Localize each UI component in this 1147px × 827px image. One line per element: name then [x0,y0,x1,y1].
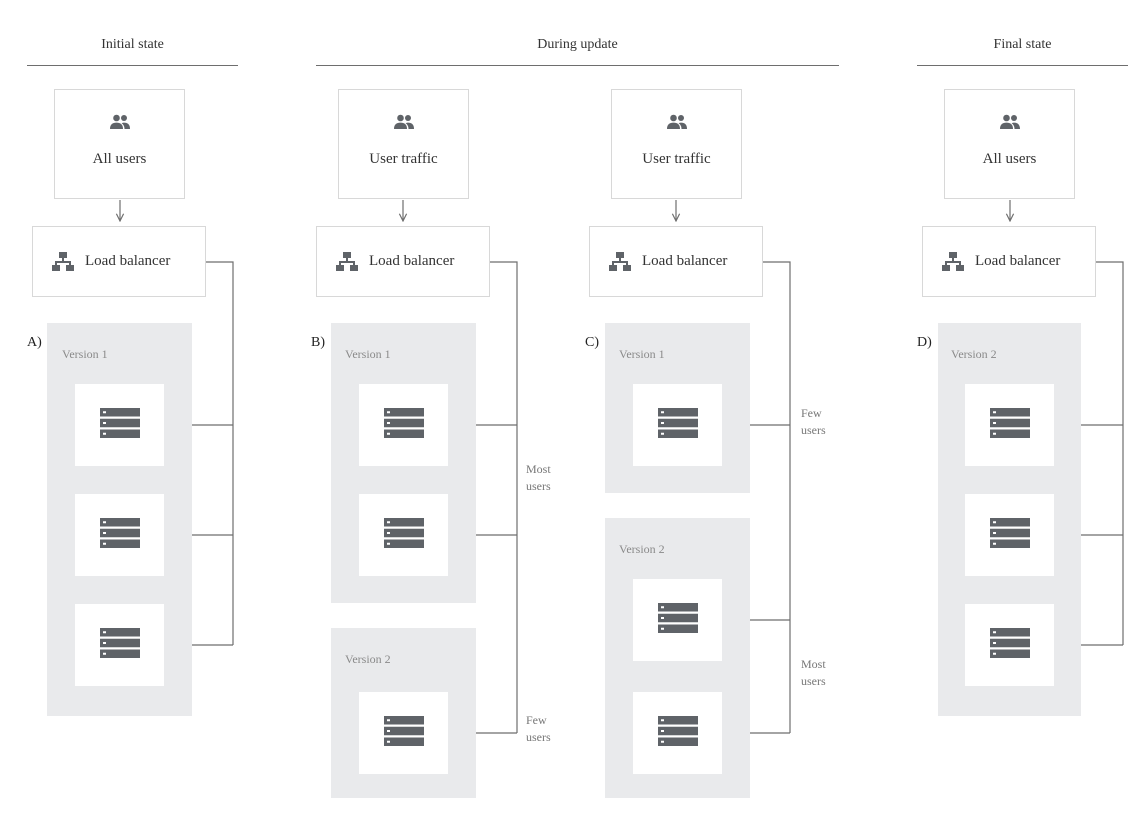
users-icon [393,114,415,135]
version-group-b2: Version 2 [331,628,476,798]
note-line: Few [526,713,547,727]
load-balancer-icon [51,251,75,273]
users-label: All users [982,151,1037,167]
traffic-note-most-b: Most users [526,461,551,495]
version-group-c1: Version 1 [605,323,750,493]
lb-trunk-a [206,261,234,645]
server-card [965,604,1054,686]
note-line: Few [801,406,822,420]
server-icon [657,602,698,638]
load-balancer-label: Load balancer [975,253,1061,269]
users-icon [999,114,1021,135]
server-card [633,692,722,774]
load-balancer-box-b: Load balancer [316,226,490,297]
users-label: User traffic [642,151,711,167]
server-icon [99,517,140,553]
server-icon [989,517,1030,553]
users-label: All users [92,151,147,167]
load-balancer-box-d: Load balancer [922,226,1096,297]
note-line: users [526,479,551,493]
traffic-note-few-c: Few users [801,405,826,439]
header-rule-initial [27,65,238,66]
lb-trunk-b [490,261,518,733]
server-card [633,579,722,661]
server-icon [989,627,1030,663]
users-box-d: All users [944,89,1075,199]
header-rule-final [917,65,1128,66]
lb-trunk-c [762,261,791,733]
version-title: Version 1 [345,347,391,361]
users-box-c: User traffic [611,89,742,199]
version-title: Version 1 [619,347,665,361]
note-line: users [801,423,826,437]
load-balancer-box-a: Load balancer [32,226,206,297]
version-title: Version 2 [619,542,665,556]
load-balancer-label: Load balancer [369,253,455,269]
note-line: Most [801,657,826,671]
header-during-update: During update [537,37,618,52]
panel-label-d: D) [917,335,932,350]
header-rule-during [316,65,839,66]
server-icon [99,407,140,443]
server-card [359,494,448,576]
server-card [359,384,448,466]
panel-label-b: B) [311,335,325,350]
users-box-a: All users [54,89,185,199]
server-icon [383,517,424,553]
server-card [633,384,722,466]
server-card [965,384,1054,466]
version-title: Version 1 [62,347,108,361]
server-icon [989,407,1030,443]
load-balancer-icon [941,251,965,273]
version-group-a: Version 1 [47,323,192,716]
load-balancer-icon [608,251,632,273]
load-balancer-label: Load balancer [85,253,171,269]
traffic-note-most-c: Most users [801,656,826,690]
note-line: users [801,674,826,688]
users-icon [666,114,688,135]
version-title: Version 2 [951,347,997,361]
note-line: users [526,730,551,744]
lb-trunk-d [1096,261,1124,645]
version-group-b1: Version 1 [331,323,476,603]
server-icon [657,715,698,751]
server-icon [383,715,424,751]
load-balancer-label: Load balancer [642,253,728,269]
server-card [75,384,164,466]
users-icon [109,114,131,135]
traffic-note-few-b: Few users [526,712,551,746]
server-icon [657,407,698,443]
server-card [75,494,164,576]
version-group-d: Version 2 [938,323,1081,716]
panel-label-c: C) [585,335,599,350]
load-balancer-icon [335,251,359,273]
panel-label-a: A) [27,335,42,350]
server-card [359,692,448,774]
header-final-state: Final state [993,37,1052,52]
server-icon [383,407,424,443]
server-card [75,604,164,686]
load-balancer-box-c: Load balancer [589,226,763,297]
version-group-c2: Version 2 [605,518,750,798]
users-label: User traffic [369,151,438,167]
note-line: Most [526,462,551,476]
version-title: Version 2 [345,652,391,666]
header-initial-state: Initial state [101,37,164,52]
server-card [965,494,1054,576]
server-icon [99,627,140,663]
users-box-b: User traffic [338,89,469,199]
